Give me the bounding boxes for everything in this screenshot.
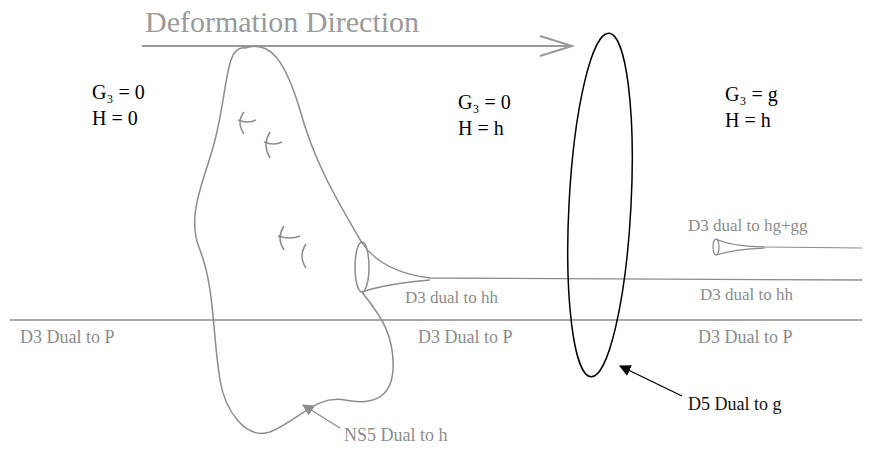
brane-label: D3 dual to hh xyxy=(405,289,498,308)
d3-brane-line xyxy=(10,319,862,321)
field-label: G₃ = 0 xyxy=(458,91,511,113)
ns5-leader xyxy=(303,405,340,428)
brane-label: D3 dual to hh xyxy=(700,286,793,305)
brane-label: D3 Dual to P xyxy=(418,328,513,348)
direction-label: Deformation Direction xyxy=(145,5,419,38)
brane-label: D3 dual to hg+gg xyxy=(688,217,808,236)
d5-leader xyxy=(620,366,682,396)
callout-label: NS5 Dual to h xyxy=(344,426,448,446)
field-label: H = h xyxy=(458,117,504,139)
brane-label: D3 Dual to P xyxy=(20,328,115,348)
ns5-surface xyxy=(195,46,394,433)
d3-small-tube xyxy=(713,239,862,255)
d5-brane xyxy=(560,32,640,379)
field-label: H = 0 xyxy=(92,107,138,129)
brane-label: D3 Dual to P xyxy=(698,328,793,348)
field-label: H = h xyxy=(725,109,771,131)
direction-arrow xyxy=(142,36,572,56)
callout-label: D5 Dual to g xyxy=(688,395,782,415)
d3-tube xyxy=(362,243,862,292)
field-label: G₃ = 0 xyxy=(92,81,145,103)
field-label: G₃ = g xyxy=(725,83,778,105)
